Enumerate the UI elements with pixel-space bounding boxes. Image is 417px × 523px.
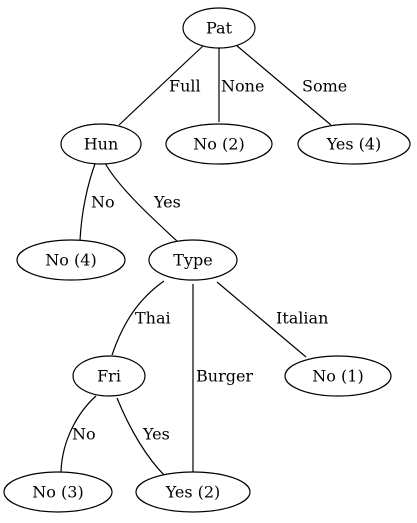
edge-label-type-fri: Thai xyxy=(135,309,171,328)
node-fri-label: Fri xyxy=(97,367,121,386)
node-fri: Fri xyxy=(72,355,146,397)
edge-label-fri-yes2: Yes xyxy=(142,425,170,444)
edge-label-hun-no4: No xyxy=(91,193,115,212)
edge-hun-type xyxy=(104,162,179,243)
node-no3-label: No (3) xyxy=(32,483,83,502)
edge-label-type-no1: Italian xyxy=(276,309,328,328)
edge-label-pat-hun: Full xyxy=(169,77,201,96)
node-no4: No (4) xyxy=(16,239,126,281)
node-pat-label: Pat xyxy=(206,19,233,38)
node-type-label: Type xyxy=(173,251,212,270)
node-yes4: Yes (4) xyxy=(297,123,411,165)
edge-pat-hun xyxy=(118,44,205,126)
edge-hun-no4 xyxy=(79,160,97,241)
node-no2-label: No (2) xyxy=(193,135,244,154)
node-no3: No (3) xyxy=(3,471,113,513)
edges xyxy=(60,44,332,477)
edge-label-hun-type: Yes xyxy=(153,193,181,212)
node-hun-label: Hun xyxy=(84,135,119,154)
node-hun: Hun xyxy=(60,123,142,165)
edge-label-type-yes2: Burger xyxy=(196,367,253,386)
node-yes2-label: Yes (2) xyxy=(165,483,221,502)
node-no2: No (2) xyxy=(165,123,273,165)
edge-label-pat-yes4: Some xyxy=(302,77,347,96)
node-yes4-label: Yes (4) xyxy=(326,135,382,154)
edge-label-pat-no2: None xyxy=(221,77,264,96)
edge-pat-yes4 xyxy=(235,44,332,126)
edge-label-fri-no3: No xyxy=(72,425,96,444)
edge-type-no1 xyxy=(216,281,307,358)
node-pat: Pat xyxy=(182,7,256,49)
node-no1: No (1) xyxy=(284,355,392,397)
edge-fri-yes2 xyxy=(116,397,166,477)
node-no1-label: No (1) xyxy=(312,367,363,386)
edge-labels: Full None Some No Yes Thai Burger Italia… xyxy=(72,77,347,444)
edge-type-fri xyxy=(111,280,165,356)
edge-fri-no3 xyxy=(60,395,97,473)
node-yes2: Yes (2) xyxy=(135,471,251,513)
node-no4-label: No (4) xyxy=(45,251,96,270)
node-type: Type xyxy=(148,239,238,281)
